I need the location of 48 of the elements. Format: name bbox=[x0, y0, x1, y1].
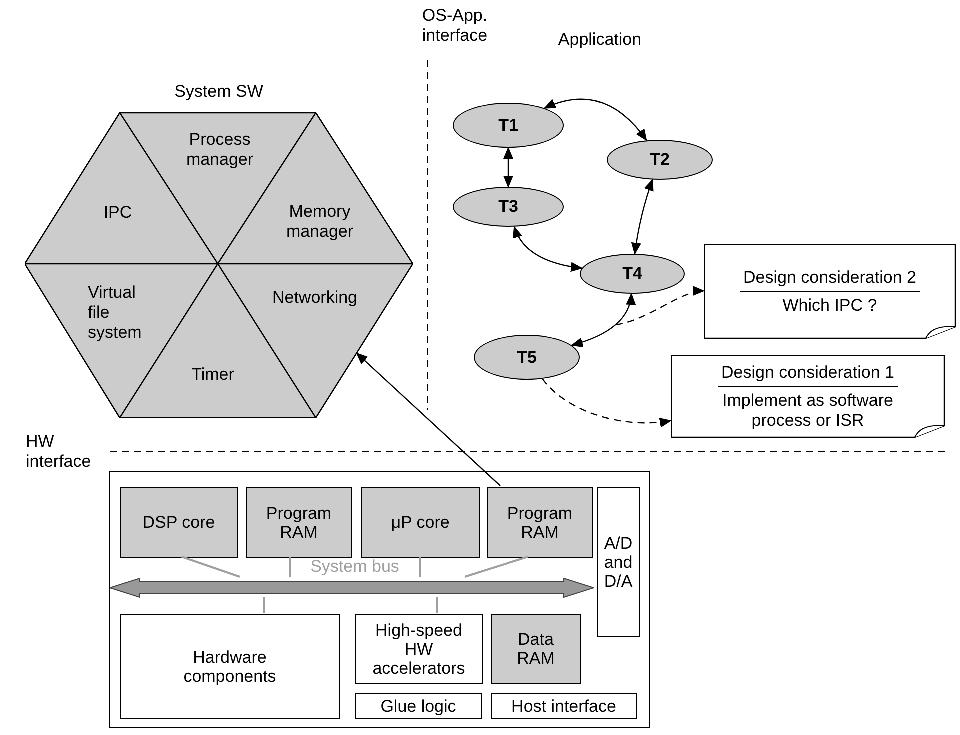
segment-label: Virtual file system bbox=[88, 283, 142, 342]
bus-connector-line bbox=[182, 556, 240, 578]
bus-connector-line bbox=[436, 597, 438, 613]
component-box: Host interface bbox=[491, 693, 637, 719]
arrow bbox=[570, 293, 636, 348]
note-card bbox=[704, 244, 956, 339]
bus-connector-line bbox=[289, 557, 291, 577]
region-label: HW interface bbox=[26, 432, 92, 471]
bus-connector-line bbox=[464, 556, 528, 578]
segment-label: Memory manager bbox=[286, 202, 354, 241]
board-outline bbox=[109, 471, 650, 728]
arrow bbox=[514, 226, 584, 272]
note-heading: Design consideration 2 bbox=[740, 268, 920, 292]
component-box: Program RAM bbox=[487, 487, 593, 558]
note-text: Implement as software process or ISR bbox=[721, 390, 894, 430]
segment-label: IPC bbox=[104, 203, 132, 222]
component-box: A/D and D/A bbox=[597, 487, 640, 637]
system-bus-bar bbox=[110, 578, 594, 598]
section-heading: System SW bbox=[174, 82, 264, 102]
task-ellipse: T3 bbox=[453, 187, 564, 227]
segment-label: Process manager bbox=[186, 130, 254, 169]
component-box: Data RAM bbox=[491, 614, 581, 684]
component-box: μP core bbox=[361, 487, 480, 558]
arrow bbox=[356, 352, 501, 486]
region-label: Application bbox=[558, 30, 642, 49]
task-ellipse: T2 bbox=[607, 140, 713, 180]
note-heading: Design consideration 1 bbox=[718, 362, 898, 386]
component-box: High-speed HW accelerators bbox=[355, 614, 483, 684]
component-box: Program RAM bbox=[246, 487, 352, 558]
task-ellipse: T1 bbox=[453, 103, 564, 148]
arrow bbox=[544, 98, 648, 142]
region-label: System bus bbox=[310, 557, 400, 576]
segment-label: Networking bbox=[272, 288, 358, 307]
task-ellipse: T4 bbox=[580, 254, 685, 294]
bus-connector-line bbox=[263, 597, 265, 613]
region-label: OS-App. interface bbox=[422, 6, 488, 45]
bus-connector-line bbox=[419, 557, 421, 577]
dashed-arrow bbox=[616, 287, 705, 326]
note-text: Which IPC ? bbox=[782, 296, 878, 316]
dashed-arrow bbox=[542, 378, 672, 428]
component-box: DSP core bbox=[120, 487, 238, 558]
segment-label: Timer bbox=[192, 365, 234, 384]
note-card bbox=[671, 355, 945, 438]
task-ellipse: T5 bbox=[474, 335, 580, 380]
component-box: Hardware components bbox=[120, 614, 340, 719]
arrow bbox=[504, 147, 514, 188]
arrow bbox=[632, 178, 654, 255]
component-box: Glue logic bbox=[355, 693, 482, 719]
